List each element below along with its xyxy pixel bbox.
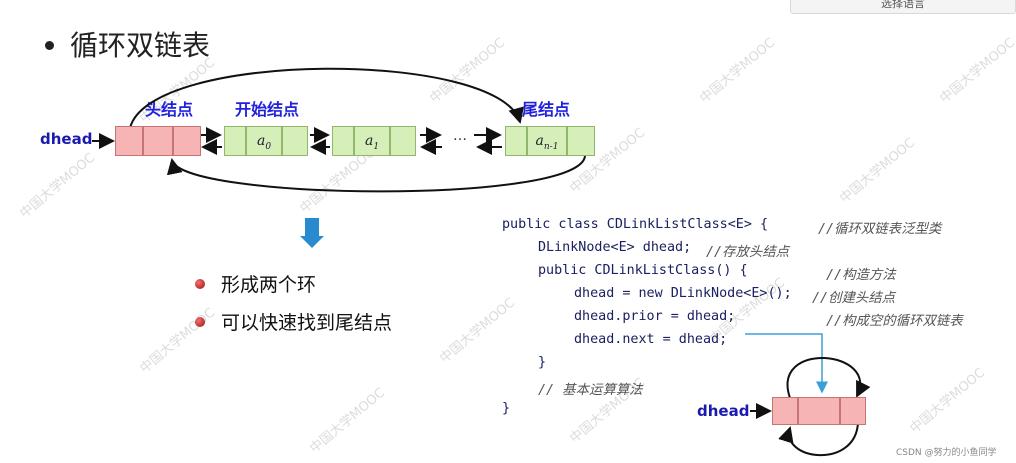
code-comment-5: //构成空的循环双链表 — [826, 314, 963, 329]
code-comment-2: //存放头结点 — [706, 245, 790, 260]
code-line-2: DLinkNode<E> dhead; — [538, 240, 692, 255]
bullet-icon — [195, 317, 205, 327]
node-tail: an-1 — [505, 126, 595, 156]
title-bullet — [45, 41, 54, 50]
small-dhead-label: dhead — [697, 402, 750, 420]
down-arrow-icon — [305, 218, 319, 236]
page-title: 循环双链表 — [70, 29, 211, 62]
code-line-3: public CDLinkListClass() { — [538, 263, 748, 278]
code-line-7: } — [538, 355, 547, 370]
start-node-label: 开始结点 — [235, 100, 300, 119]
code-comment-4: //创建头结点 — [812, 291, 896, 306]
code-line-6: dhead.next = dhead; — [574, 332, 728, 347]
bullet-text-1: 形成两个环 — [221, 274, 317, 296]
node-a0: a0 — [224, 126, 308, 156]
code-line-5: dhead.prior = dhead; — [574, 309, 736, 324]
bullet-icon — [195, 279, 205, 289]
dhead-pointer-label: dhead — [40, 130, 93, 148]
code-comment-8: // 基本运算算法 — [538, 383, 643, 398]
code-comment-3: //构造方法 — [826, 268, 896, 283]
bullet-text-2: 可以快速找到尾结点 — [221, 312, 393, 334]
empty-head-node — [772, 397, 866, 425]
code-line-4: dhead = new DLinkNode<E>(); — [574, 286, 792, 301]
node-a1: a1 — [332, 126, 416, 156]
csdn-credit: CSDN @努力的小鱼同学 — [896, 448, 997, 458]
tail-node-label: 尾结点 — [522, 100, 571, 119]
ellipsis: … — [453, 128, 467, 144]
head-node — [115, 126, 201, 156]
code-line-9: } — [502, 401, 511, 416]
code-comment-1: //循环双链表泛型类 — [818, 222, 942, 237]
code-line-1: public class CDLinkListClass<E> { — [502, 217, 769, 232]
down-arrow-head — [300, 236, 324, 248]
head-node-label: 头结点 — [145, 100, 194, 119]
